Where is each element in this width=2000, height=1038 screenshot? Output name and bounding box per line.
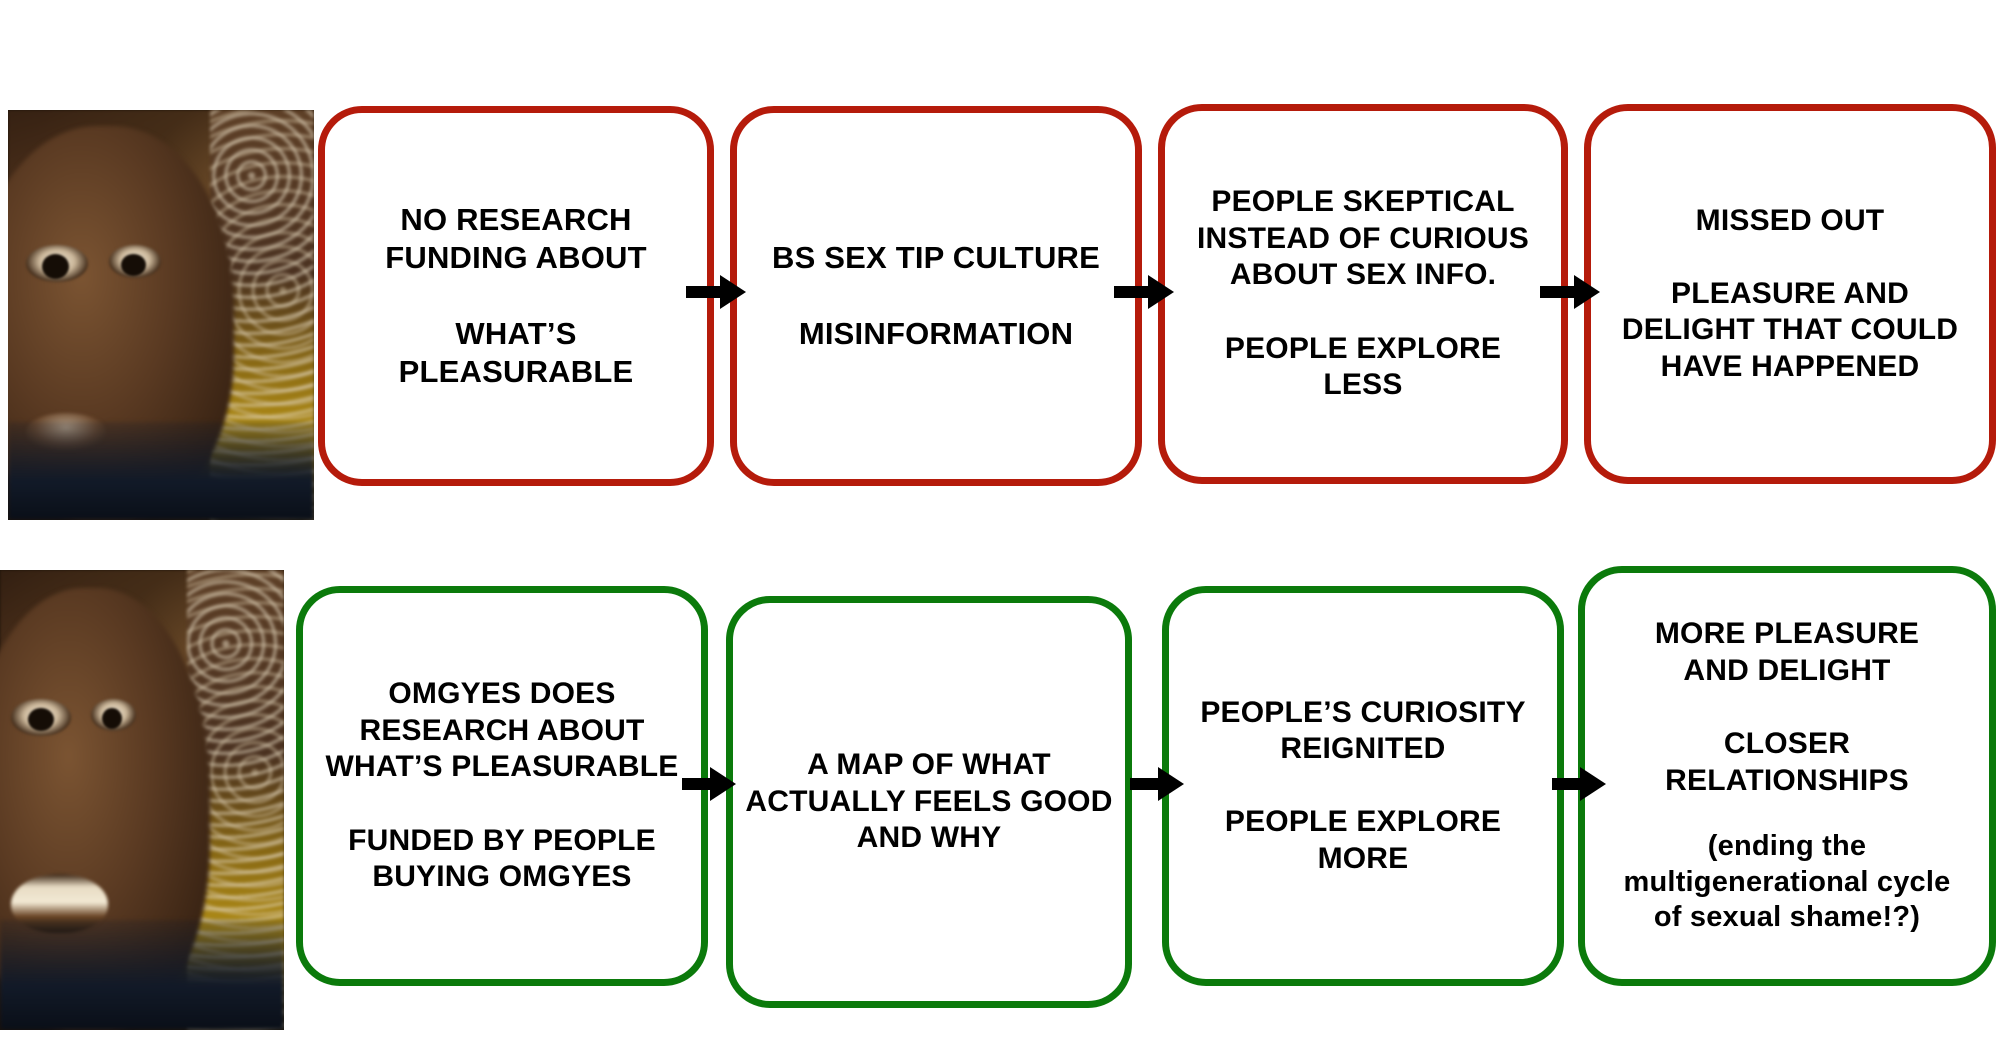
skeptical-man-photo bbox=[8, 110, 314, 520]
arrow-head bbox=[710, 767, 736, 801]
node-bs-sex-tip-culture[interactable]: BS SEX TIP CULTURE MISINFORMATION bbox=[730, 106, 1142, 486]
node-curiosity-reignited[interactable]: PEOPLE’S CURIOSITY REIGNITED PEOPLE EXPL… bbox=[1162, 586, 1564, 986]
solution-row: OMGYES DOES RESEARCH ABOUT WHAT’S PLEASU… bbox=[0, 520, 2000, 1038]
arrow-head bbox=[1148, 275, 1174, 309]
node-people-skeptical-label: PEOPLE SKEPTICAL INSTEAD OF CURIOUS ABOU… bbox=[1197, 185, 1529, 402]
photo-left-pupil bbox=[41, 253, 70, 279]
arrow-shaft bbox=[1540, 286, 1578, 298]
arrow-shaft bbox=[1552, 778, 1584, 790]
node-more-pleasure-lower-label: (ending the multigenerational cycle of s… bbox=[1623, 830, 1951, 934]
node-bs-sex-tip-culture-label: BS SEX TIP CULTURE MISINFORMATION bbox=[772, 240, 1100, 351]
node-curiosity-reignited-label: PEOPLE’S CURIOSITY REIGNITED PEOPLE EXPL… bbox=[1200, 695, 1526, 875]
node-omgyes-research[interactable]: OMGYES DOES RESEARCH ABOUT WHAT’S PLEASU… bbox=[296, 586, 708, 986]
node-map-of-what-feels-good[interactable]: A MAP OF WHAT ACTUALLY FEELS GOOD AND WH… bbox=[726, 596, 1132, 1008]
node-more-pleasure-upper-label: MORE PLEASURE AND DELIGHT CLOSER RELATIO… bbox=[1654, 617, 1920, 797]
photo-right-pupil bbox=[102, 708, 123, 730]
node-more-pleasure[interactable]: MORE PLEASURE AND DELIGHT CLOSER RELATIO… bbox=[1578, 566, 1996, 986]
node-missed-out[interactable]: MISSED OUT PLEASURE AND DELIGHT THAT COU… bbox=[1584, 104, 1996, 484]
arrow-shaft bbox=[686, 286, 724, 298]
photo-jacket bbox=[0, 919, 284, 1030]
problem-row: NO RESEARCH FUNDING ABOUT WHAT’S PLEASUR… bbox=[8, 104, 1996, 520]
arrow-shaft bbox=[682, 778, 714, 790]
photo-jacket bbox=[8, 421, 314, 520]
arrow-head bbox=[720, 275, 746, 309]
arrow-shaft bbox=[1130, 778, 1162, 790]
node-map-of-what-feels-good-label: A MAP OF WHAT ACTUALLY FEELS GOOD AND WH… bbox=[745, 748, 1113, 855]
photo-right-pupil bbox=[121, 253, 146, 276]
node-no-research-funding[interactable]: NO RESEARCH FUNDING ABOUT WHAT’S PLEASUR… bbox=[318, 106, 714, 486]
node-omgyes-research-label: OMGYES DOES RESEARCH ABOUT WHAT’S PLEASU… bbox=[325, 677, 679, 894]
arrow-head bbox=[1580, 767, 1606, 801]
arrow-head bbox=[1158, 767, 1184, 801]
smiling-man-photo bbox=[0, 570, 284, 1030]
node-missed-out-label: MISSED OUT PLEASURE AND DELIGHT THAT COU… bbox=[1621, 203, 1959, 383]
photo-left-pupil bbox=[28, 708, 54, 731]
node-people-skeptical[interactable]: PEOPLE SKEPTICAL INSTEAD OF CURIOUS ABOU… bbox=[1158, 104, 1568, 484]
arrow-head bbox=[1574, 275, 1600, 309]
node-no-research-funding-label: NO RESEARCH FUNDING ABOUT WHAT’S PLEASUR… bbox=[385, 202, 647, 389]
arrow-shaft bbox=[1114, 286, 1152, 298]
